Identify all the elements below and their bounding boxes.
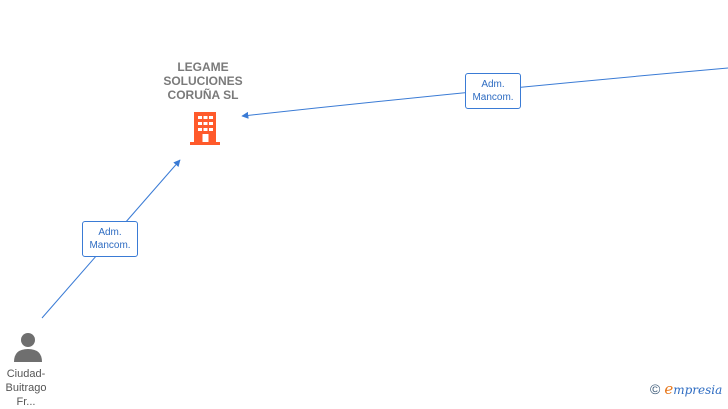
person-icon[interactable]: [12, 332, 44, 362]
building-icon[interactable]: [188, 110, 222, 146]
brand-logo: empresia: [664, 380, 723, 398]
edge-label-adm-mancom[interactable]: Adm. Mancom.: [465, 73, 521, 109]
copyright-icon: ©: [650, 381, 661, 397]
person-name[interactable]: Ciudad- Buitrago Fr...: [5, 368, 47, 408]
empresia-watermark: ©empresia: [650, 380, 722, 398]
relationship-graph: [41, 67, 728, 319]
company-name[interactable]: LEGAME SOLUCIONES CORUÑA SL: [163, 60, 243, 102]
edge-label-adm-mancom[interactable]: Adm. Mancom.: [82, 221, 138, 257]
